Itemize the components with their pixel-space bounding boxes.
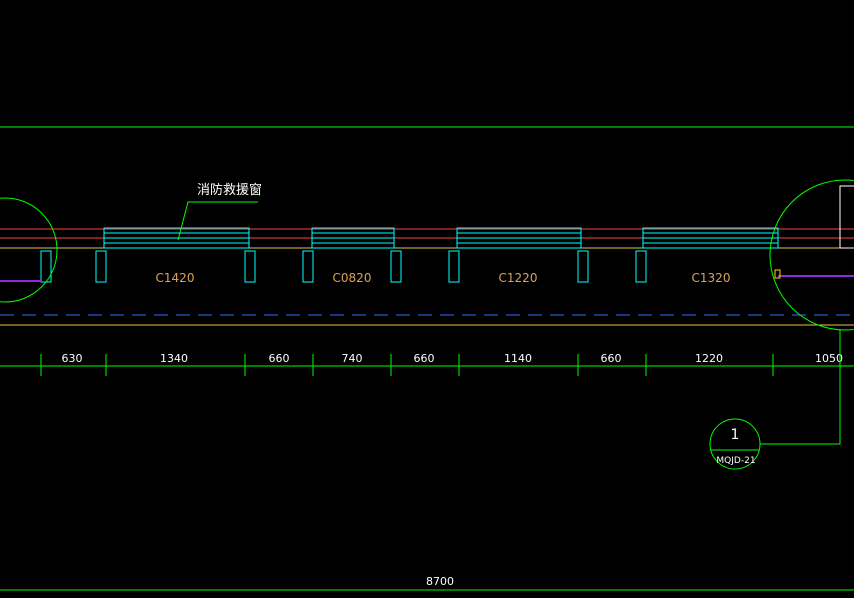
dimension-value: 1050 — [815, 352, 843, 365]
mullion — [577, 250, 589, 283]
glazing-band-4 — [642, 227, 779, 249]
detail-tag-circle — [709, 418, 761, 470]
dimension-value: 660 — [414, 352, 435, 365]
dimension-value: 660 — [269, 352, 290, 365]
mullion — [244, 250, 256, 283]
dimension-value: 740 — [342, 352, 363, 365]
mullion — [302, 250, 314, 283]
window-label: C0820 — [333, 271, 372, 285]
window-label: C1320 — [692, 271, 731, 285]
right-column-outline — [839, 185, 854, 249]
annotation-leader — [177, 201, 258, 241]
mullion — [635, 250, 647, 283]
dimension-value: 1140 — [504, 352, 532, 365]
annotation-label: 消防救援窗 — [197, 182, 262, 198]
overall-dimension: 8700 — [426, 575, 454, 588]
mullion — [448, 250, 460, 283]
window-label: C1220 — [499, 271, 538, 285]
right-anchor-mark — [774, 269, 781, 279]
glazing-band-3 — [456, 227, 582, 249]
detail-tag-number: 1 — [731, 427, 740, 443]
mullions — [40, 250, 647, 283]
window-label: C1420 — [156, 271, 195, 285]
dimension-value: 630 — [62, 352, 83, 365]
glazing-band-1 — [103, 227, 250, 249]
mullion — [390, 250, 402, 283]
right-detail-circle — [769, 179, 854, 331]
left-detail-circle — [0, 197, 58, 303]
glazing-band-2 — [311, 227, 395, 249]
dimension-value: 1220 — [695, 352, 723, 365]
detail-tag-reference: MQJD-21 — [716, 456, 755, 466]
detail-tag-leader — [760, 330, 841, 445]
mullion — [95, 250, 107, 283]
dimension-value: 660 — [601, 352, 622, 365]
dimension-ticks — [40, 354, 774, 376]
dimension-value: 1340 — [160, 352, 188, 365]
